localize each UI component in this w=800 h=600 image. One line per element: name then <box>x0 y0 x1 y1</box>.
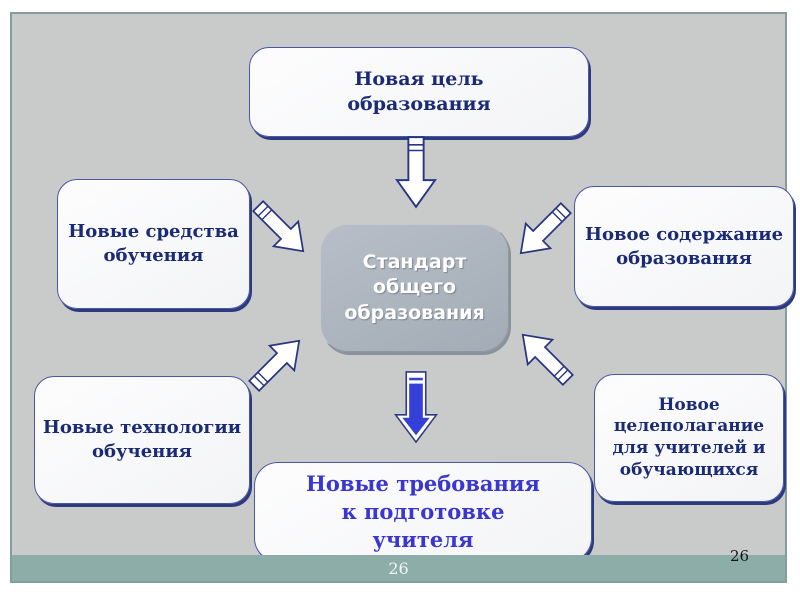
arrow-solid-blue-down-icon <box>393 371 439 444</box>
footer-bar: 26 <box>12 555 785 581</box>
arrow-down-icon <box>395 135 437 210</box>
node-new-content-label: Новое содержание образования <box>584 223 784 269</box>
arrow-up-right-icon <box>239 325 315 401</box>
node-new-means: Новые средства обучения <box>57 179 250 309</box>
arrow-down-left-icon <box>505 193 581 269</box>
node-new-goal-setting-label: Новое целеполагание для учителей и обуча… <box>612 394 766 480</box>
node-new-goal-setting: Новое целеполагание для учителей и обуча… <box>594 374 784 502</box>
node-new-technologies-label: Новые технологии обучения <box>42 417 242 462</box>
node-new-technologies: Новые технологии обучения <box>34 376 250 504</box>
node-new-goal: Новая цель образования <box>249 47 589 137</box>
arrow-down-right-icon <box>243 191 319 267</box>
node-standard-center-label: Стандарт общего образования <box>344 251 485 324</box>
arrow-up-left-icon <box>507 319 583 395</box>
corner-page-number: 26 <box>730 547 750 565</box>
footer-page-number: 26 <box>388 558 409 578</box>
node-new-requirements: Новые требования к подготовке учителя <box>254 462 592 562</box>
slide-background: Новая цель образования Новые средства об… <box>10 12 794 583</box>
node-new-content: Новое содержание образования <box>574 186 794 307</box>
node-standard-center: Стандарт общего образования <box>320 224 509 352</box>
node-new-requirements-label: Новые требования к подготовке учителя <box>306 471 540 552</box>
node-new-means-label: Новые средства обучения <box>68 221 239 266</box>
node-new-goal-label: Новая цель образования <box>347 67 491 115</box>
